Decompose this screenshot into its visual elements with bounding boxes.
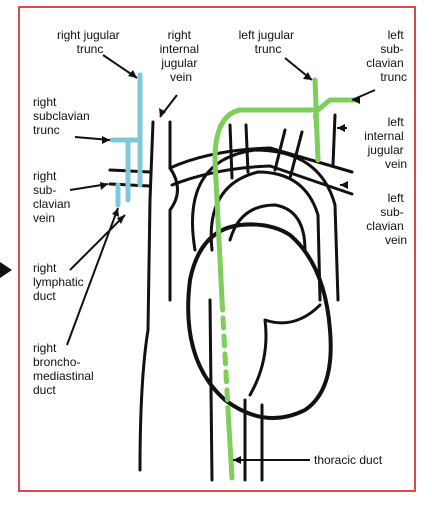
vessels <box>108 113 354 482</box>
arrowhead-icon <box>337 124 345 132</box>
pointer-heads <box>100 70 360 464</box>
label-left-jugular-trunc: left jugular trunc <box>239 28 298 56</box>
arrowhead-icon <box>102 136 110 144</box>
label-left-internal-jugular-vein: left internal jugular vein <box>364 115 407 171</box>
heart-septum <box>248 303 322 397</box>
thoracic-duct-system <box>212 77 358 481</box>
left-brachiocephalic-vein <box>168 146 354 196</box>
aortic-arch <box>191 148 340 302</box>
right-lymph-ducts <box>109 72 143 208</box>
arch-branch-2 <box>273 128 304 180</box>
superior-vena-cava <box>138 166 179 472</box>
descending-aorta <box>243 398 264 482</box>
thoracic-duct-lower <box>225 407 235 481</box>
arrowhead-icon <box>128 70 137 78</box>
arrowhead-icon <box>352 96 360 104</box>
arch-branch-1 <box>228 123 250 180</box>
arrowhead-icon <box>112 208 119 217</box>
thoracic-duct-upper <box>212 107 321 303</box>
arrowhead-icon <box>159 108 166 117</box>
side-pointer-icon <box>0 262 12 278</box>
label-right-subclavian-vein: right sub- clavian vein <box>33 169 74 225</box>
left-subclavian-trunc-duct <box>315 97 358 113</box>
label-right-subclavian-trunc: right subclavian trunc <box>33 95 93 137</box>
arrowhead-icon <box>100 182 108 190</box>
arrowhead-icon <box>117 215 125 224</box>
esophagus-walls <box>208 298 214 482</box>
pulmonary-trunk <box>228 203 307 252</box>
heart-outline <box>186 222 333 420</box>
label-right-internal-jugular-vein: right internal jugular vein <box>160 28 203 84</box>
label-right-bronchomediastinal-duct: right broncho- mediastinal duct <box>33 341 97 397</box>
label-right-jugular-trunc: right jugular trunc <box>57 28 123 56</box>
label-left-subclavian-trunc: left sub- clavian trunc <box>366 28 407 84</box>
right-internal-jugular-vein <box>148 120 172 202</box>
left-jugular-trunc-duct <box>312 77 321 163</box>
arrowhead-icon <box>233 456 241 464</box>
label-right-lymphatic-duct: right lymphatic duct <box>33 261 87 303</box>
label-thoracic-duct: thoracic duct <box>314 453 383 467</box>
arrowhead-icon <box>303 72 312 80</box>
arrowhead-icon <box>340 181 348 189</box>
diagram-frame <box>18 6 416 492</box>
thoracic-duct-dashed <box>219 297 231 413</box>
label-left-subclavian-vein: left sub- clavian vein <box>366 191 407 247</box>
